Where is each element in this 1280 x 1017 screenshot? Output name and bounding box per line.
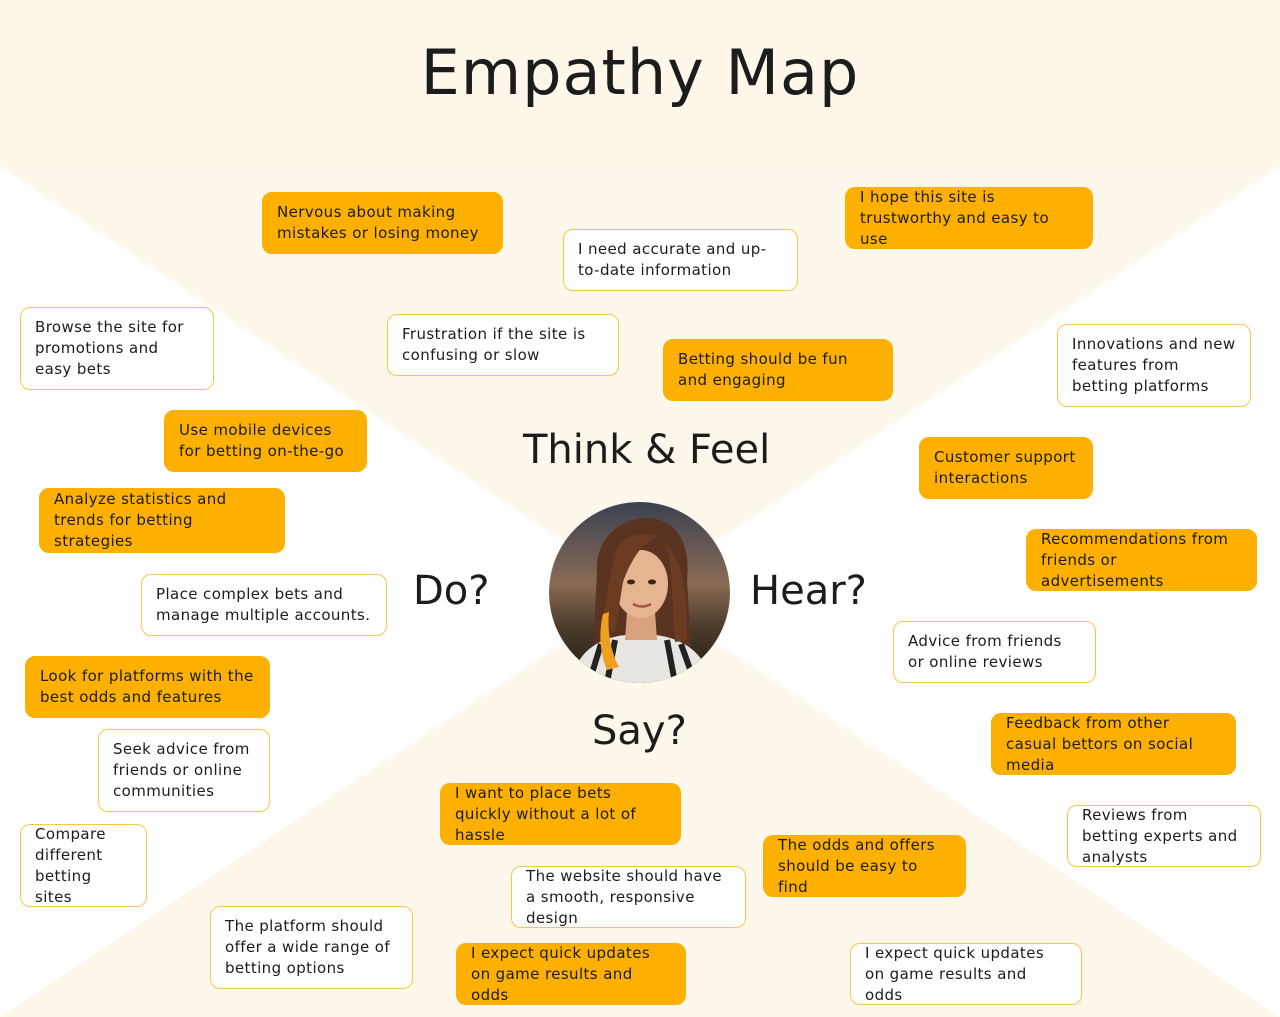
hear-note: Innovations and new features from bettin…	[1057, 324, 1251, 407]
note-text: Customer support interactions	[934, 448, 1076, 487]
do-note: Place complex bets and manage multiple a…	[141, 574, 387, 636]
note-text: I hope this site is trustworthy and easy…	[860, 187, 1050, 248]
hear-note: Advice from friends or online reviews	[893, 621, 1096, 683]
say-note: The platform should offer a wide range o…	[210, 906, 413, 989]
hear-note: Reviews from betting experts and analyst…	[1067, 805, 1261, 867]
note-text: Advice from friends or online reviews	[908, 632, 1062, 671]
think-feel-quadrant	[0, 166, 1280, 592]
note-text: Seek advice from friends or online commu…	[113, 740, 250, 800]
note-text: I expect quick updates on game results a…	[471, 943, 651, 1004]
think-feel-note: Betting should be fun and engaging	[663, 339, 893, 401]
note-text: Recommendations from friends or advertis…	[1041, 529, 1229, 590]
say-note: I expect quick updates on game results a…	[456, 943, 686, 1005]
hear-note: Recommendations from friends or advertis…	[1026, 529, 1257, 591]
say-note: I want to place bets quickly without a l…	[440, 783, 681, 845]
do-note: Browse the site for promotions and easy …	[20, 307, 214, 390]
note-text: Nervous about making mistakes or losing …	[277, 203, 479, 242]
do-note: Look for platforms with the best odds an…	[25, 656, 270, 718]
do-note: Use mobile devices for betting on-the-go	[164, 410, 367, 472]
note-text: Analyze statistics and trends for bettin…	[54, 490, 227, 550]
note-text: Frustration if the site is confusing or …	[402, 325, 586, 364]
header-band	[0, 0, 1280, 166]
do-note: Analyze statistics and trends for bettin…	[39, 488, 285, 553]
say-note: The odds and offers should be easy to fi…	[763, 835, 966, 897]
note-text: Reviews from betting experts and analyst…	[1082, 805, 1238, 866]
person-portrait-icon	[549, 502, 730, 683]
note-text: I expect quick updates on game results a…	[865, 943, 1045, 1004]
note-text: Betting should be fun and engaging	[678, 350, 848, 389]
note-text: Feedback from other casual bettors on so…	[1006, 713, 1194, 774]
hear-note: Customer support interactions	[919, 437, 1093, 499]
note-text: The website should have a smooth, respon…	[526, 866, 723, 927]
note-text: The platform should offer a wide range o…	[225, 917, 391, 977]
think-feel-note: Nervous about making mistakes or losing …	[262, 192, 503, 254]
note-text: Use mobile devices for betting on-the-go	[179, 421, 345, 460]
think-feel-label: Think & Feel	[523, 427, 771, 473]
note-text: I want to place bets quickly without a l…	[455, 783, 637, 844]
note-text: The odds and offers should be easy to fi…	[778, 835, 936, 896]
page-title: Empathy Map	[420, 36, 860, 109]
note-text: Look for platforms with the best odds an…	[40, 667, 254, 706]
note-text: Compare different betting sites	[35, 824, 106, 906]
think-feel-note: I hope this site is trustworthy and easy…	[845, 187, 1093, 249]
say-note: The website should have a smooth, respon…	[511, 866, 746, 928]
do-note: Seek advice from friends or online commu…	[98, 729, 270, 812]
do-label: Do?	[413, 568, 490, 614]
hear-note: Feedback from other casual bettors on so…	[991, 713, 1236, 775]
note-text: Innovations and new features from bettin…	[1072, 335, 1236, 395]
note-text: Place complex bets and manage multiple a…	[156, 585, 371, 624]
think-feel-note: Frustration if the site is confusing or …	[387, 314, 619, 376]
note-text: Browse the site for promotions and easy …	[35, 318, 184, 378]
do-note: Compare different betting sites	[20, 824, 147, 907]
think-feel-note: I need accurate and up-to-date informati…	[563, 229, 798, 291]
hear-label: Hear?	[750, 568, 867, 614]
avatar	[549, 502, 730, 683]
note-text: I need accurate and up-to-date informati…	[578, 240, 767, 279]
say-label: Say?	[592, 708, 687, 754]
say-note: I expect quick updates on game results a…	[850, 943, 1082, 1005]
